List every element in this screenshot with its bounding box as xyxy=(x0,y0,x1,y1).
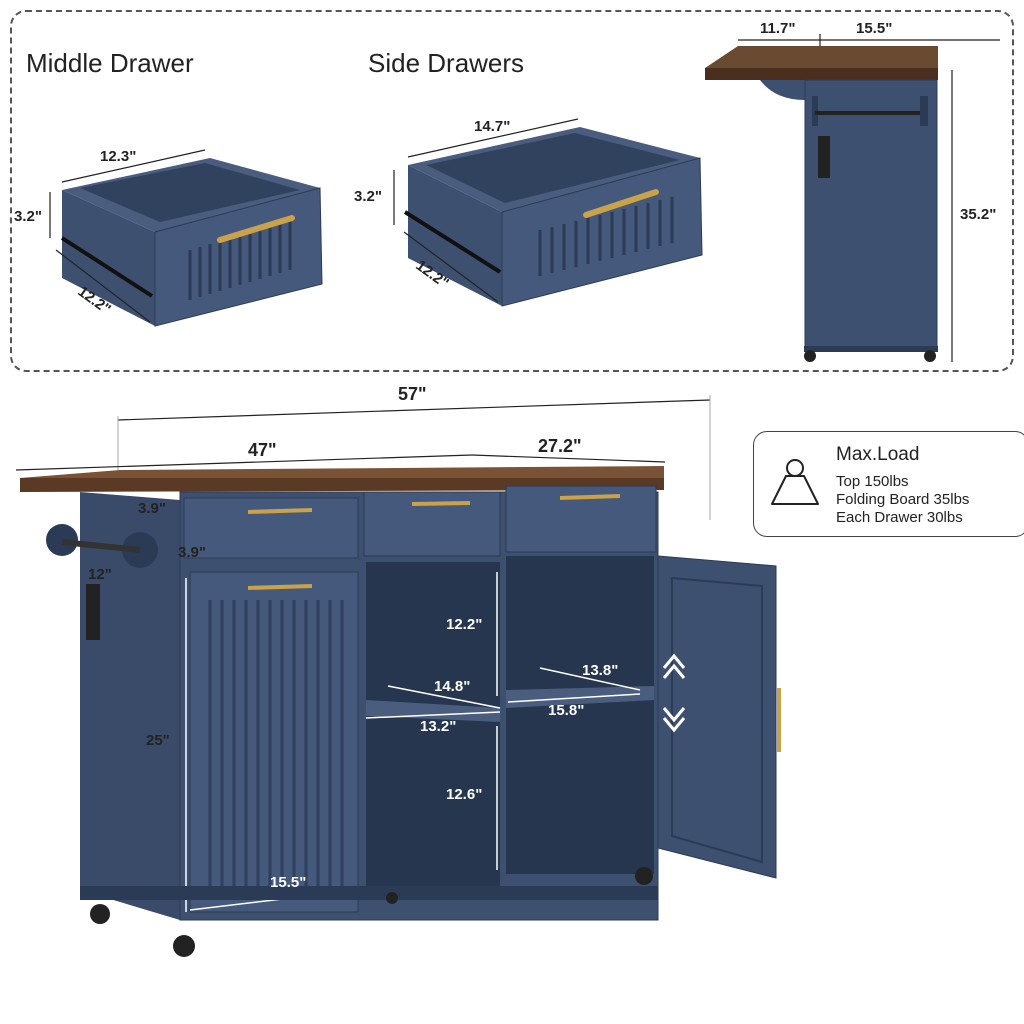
left-door-width: 15.5" xyxy=(270,874,307,891)
side-view-height: 35.2" xyxy=(960,206,997,223)
max-load-top: Top 150lbs xyxy=(836,473,909,490)
shelf-width-right: 15.8" xyxy=(548,702,585,719)
shelf-depth-left: 14.8" xyxy=(434,678,471,695)
side-drawer-height: 3.2" xyxy=(354,188,382,205)
side-drawers-title: Side Drawers xyxy=(368,48,525,78)
shelf-width-left: 13.2" xyxy=(420,718,457,735)
middle-drawer-height: 3.2" xyxy=(14,208,42,225)
towel-bar-length: 12" xyxy=(88,566,112,583)
max-load-drawer: Each Drawer 30lbs xyxy=(836,509,963,526)
cabinet-width: 47" xyxy=(248,440,277,460)
middle-drawer-title: Middle Drawer xyxy=(26,48,194,78)
max-load-box xyxy=(753,431,1024,537)
drawer-front-height: 3.9" xyxy=(138,500,166,517)
side-view-top-right: 15.5" xyxy=(856,20,893,37)
shelf-depth-right: 13.8" xyxy=(582,662,619,679)
side-drawer-image xyxy=(393,118,703,307)
kitchen-island-image xyxy=(15,395,781,957)
fold-width: 27.2" xyxy=(538,436,582,456)
cabinet-height: 25" xyxy=(146,732,170,749)
side-view-top-left: 11.7" xyxy=(760,20,796,37)
drawer-details-panel xyxy=(10,10,1014,372)
max-load-title: Max.Load xyxy=(836,444,920,465)
overall-width: 57" xyxy=(398,384,427,404)
side-view-image xyxy=(705,34,1000,362)
middle-drawer-image xyxy=(49,149,323,327)
upper-shelf-height: 12.2" xyxy=(446,616,483,633)
lower-shelf-height: 12.6" xyxy=(446,786,483,803)
middle-drawer-width: 12.3" xyxy=(100,148,137,165)
weight-icon xyxy=(771,459,819,505)
max-load-folding-board: Folding Board 35lbs xyxy=(836,491,970,508)
overhang: 3.9" xyxy=(178,544,206,561)
side-drawer-width: 14.7" xyxy=(474,118,511,135)
